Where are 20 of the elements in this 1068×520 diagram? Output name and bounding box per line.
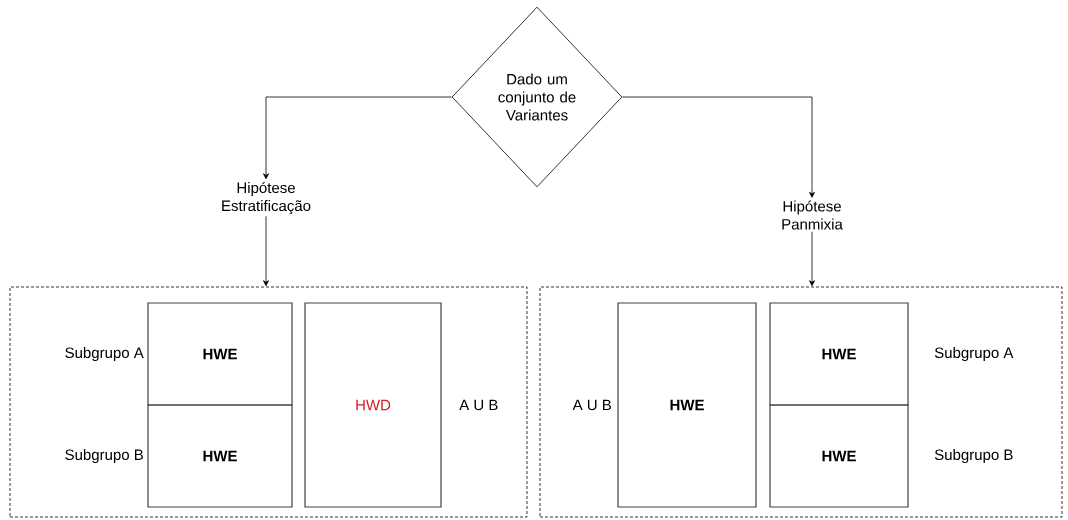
hwe-box: HWE (147, 404, 293, 508)
hypothesis-text: Hipótese Panmixia (782, 200, 843, 230)
dashed-group-box (539, 286, 1063, 518)
dashed-group-box (9, 286, 528, 518)
side-label: A U B (459, 399, 498, 411)
arrow (622, 96, 815, 198)
side-label: Subgrupo A (934, 347, 1014, 361)
side-label: Subgrupo A (65, 347, 144, 361)
arrow (263, 96, 452, 180)
side-label: Subgrupo B (934, 449, 1013, 463)
hwe-box: HWE (147, 302, 293, 406)
hypothesis-text: Hipótese Estratificação (222, 181, 311, 215)
side-label: A U B (572, 399, 611, 411)
hwd-box: HWD (304, 302, 442, 508)
hwe-box: HWE (617, 302, 757, 508)
arrow (263, 215, 269, 287)
hwe-box: HWE (769, 302, 909, 406)
side-label: Subgrupo B (65, 449, 143, 463)
arrow (809, 231, 815, 287)
hwe-box: HWE (769, 404, 909, 508)
